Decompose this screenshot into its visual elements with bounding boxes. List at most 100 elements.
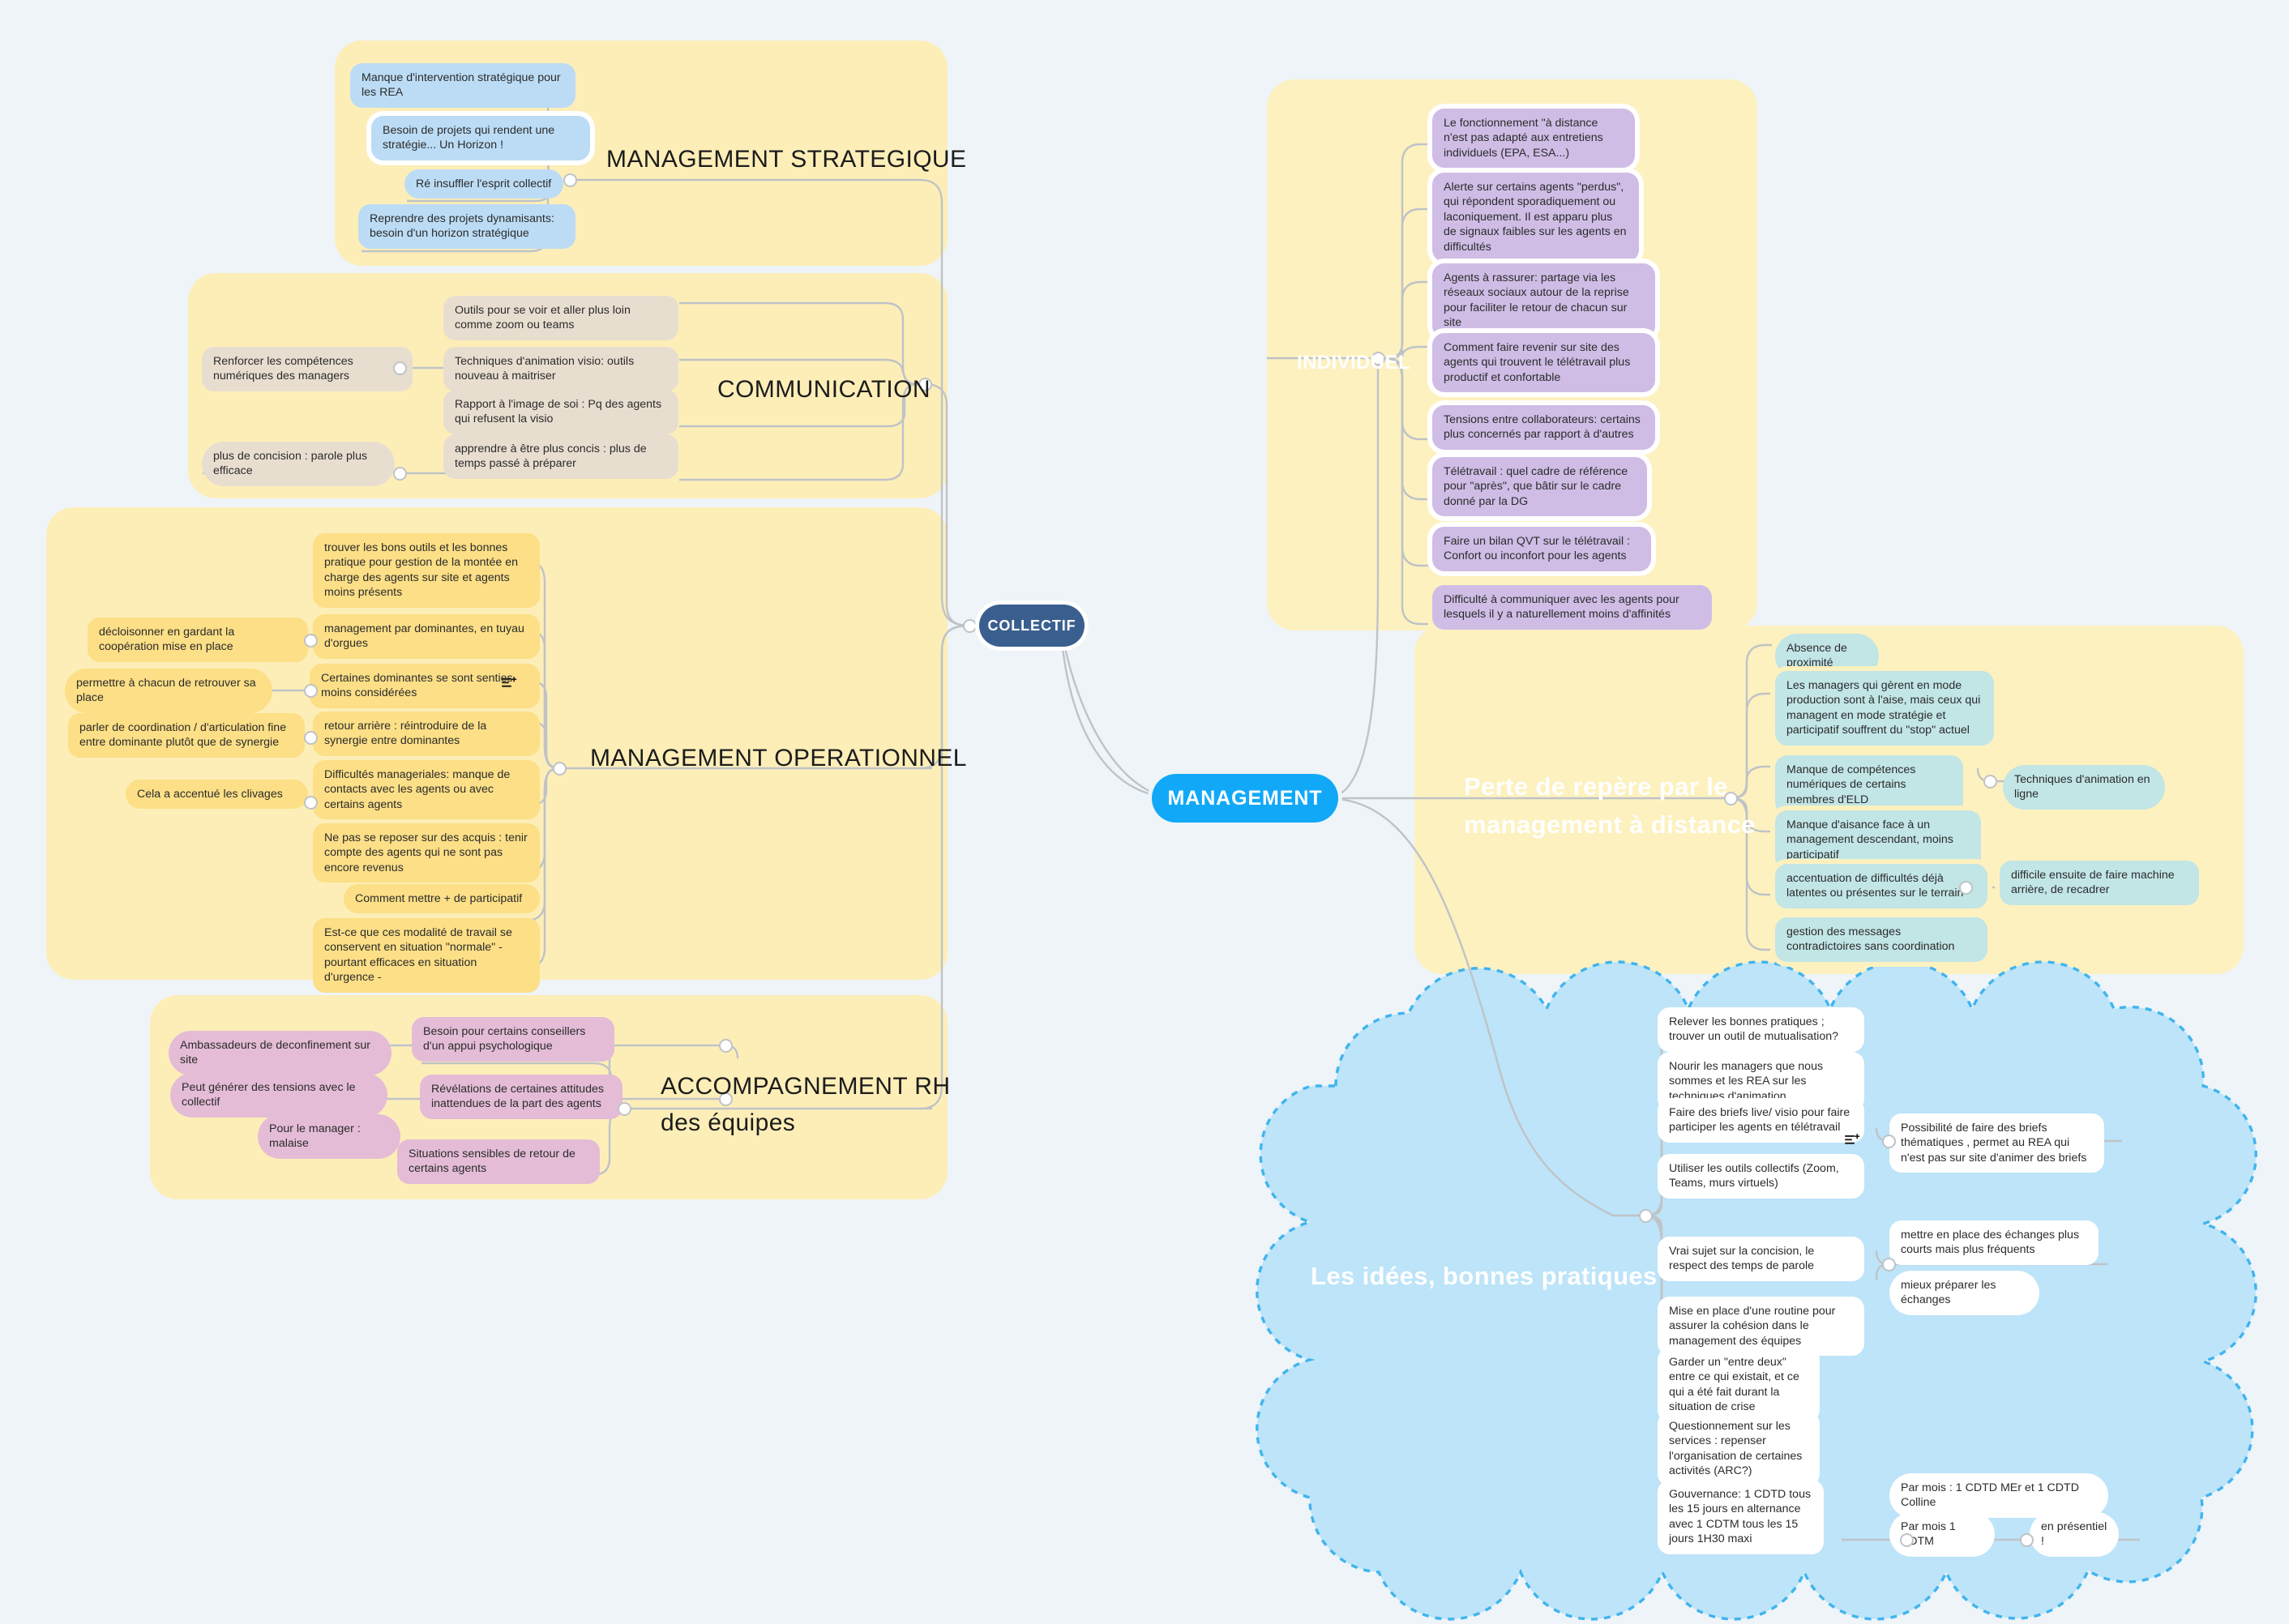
note-add-icon[interactable] <box>1845 1133 1861 1147</box>
leaf-node[interactable]: Besoin pour certains conseillers d'un ap… <box>412 1017 614 1062</box>
leaf-node[interactable]: Mise en place d'une routine pour assurer… <box>1658 1297 1864 1357</box>
leaf-node-label: Certaines dominantes se sont senties moi… <box>321 672 513 700</box>
leaf-node[interactable]: Est-ce que ces modalité de travail se co… <box>313 918 540 993</box>
leaf-node-label: management par dominantes, en tuyau d'or… <box>324 622 524 651</box>
leaf-node[interactable]: Questionnement sur les services : repens… <box>1658 1412 1820 1486</box>
leaf-node[interactable]: management par dominantes, en tuyau d'or… <box>313 614 540 659</box>
leaf-node-label: Tensions entre collaborateurs: certains … <box>1444 413 1641 442</box>
leaf-node[interactable]: Peut générer des tensions avec le collec… <box>170 1073 387 1118</box>
leaf-node[interactable]: en présentiel ! <box>2030 1512 2119 1557</box>
leaf-node[interactable]: Pour le manager : malaise <box>258 1114 400 1159</box>
leaf-node[interactable]: Relever les bonnes pratiques ; trouver u… <box>1658 1007 1864 1052</box>
leaf-node[interactable]: Techniques d'animation en ligne <box>2003 765 2165 810</box>
leaf-node[interactable]: Difficulté à communiquer avec les agents… <box>1432 585 1712 630</box>
connector-knob[interactable] <box>304 684 318 698</box>
leaf-node[interactable]: Cela a accentué les clivages <box>126 780 308 810</box>
leaf-node[interactable]: accentuation de difficultés déjà latente… <box>1775 864 1987 908</box>
leaf-node[interactable]: parler de coordination / d'articulation … <box>68 713 305 758</box>
leaf-node[interactable]: Télétravail : quel cadre de référence po… <box>1432 457 1647 517</box>
leaf-node[interactable]: Agents à rassurer: partage via les résea… <box>1432 263 1655 338</box>
leaf-node[interactable]: difficile ensuite de faire machine arriè… <box>2000 861 2199 905</box>
leaf-node[interactable]: Vrai sujet sur la concision, le respect … <box>1658 1237 1864 1281</box>
connector-knob[interactable] <box>393 467 407 481</box>
leaf-node-label: Faire un bilan QVT sur le télétravail : … <box>1444 535 1630 563</box>
leaf-node[interactable]: Utiliser les outils collectifs (Zoom, Te… <box>1658 1154 1864 1199</box>
connector-knob[interactable] <box>2020 1533 2034 1547</box>
leaf-node[interactable]: Faire un bilan QVT sur le télétravail : … <box>1432 527 1651 571</box>
connector-knob[interactable] <box>1983 775 1997 788</box>
leaf-node-label: Situations sensibles de retour de certai… <box>409 1147 575 1176</box>
leaf-node[interactable]: Manque d'aisance face à un management de… <box>1775 810 1981 870</box>
leaf-node[interactable]: plus de concision : parole plus efficace <box>202 442 395 486</box>
leaf-node[interactable]: Possibilité de faire des briefs thématiq… <box>1889 1113 2104 1173</box>
leaf-node[interactable]: permettre à chacun de retrouver sa place <box>65 669 272 713</box>
leaf-node-label: Difficultés manageriales: manque de cont… <box>324 768 511 811</box>
leaf-node-label: Renforcer les compétences numériques des… <box>213 355 353 383</box>
leaf-node[interactable]: Gouvernance: 1 CDTD tous les 15 jours en… <box>1658 1480 1824 1554</box>
leaf-node[interactable]: Rapport à l'image de soi : Pq des agents… <box>443 390 678 434</box>
leaf-node[interactable]: Manque de compétences numériques de cert… <box>1775 755 1963 815</box>
leaf-node[interactable]: Absence de proximité <box>1775 634 1879 678</box>
leaf-node-label: Par mois 1 CDTM <box>1901 1520 1956 1549</box>
connector-knob[interactable] <box>1639 1209 1653 1223</box>
note-add-icon[interactable] <box>502 676 518 690</box>
leaf-node-label: Techniques d'animation visio: outils nou… <box>455 355 635 383</box>
leaf-node-label: Possibilité de faire des briefs thématiq… <box>1901 1122 2087 1165</box>
leaf-node[interactable]: Les managers qui gèrent en mode producti… <box>1775 671 1994 746</box>
leaf-node[interactable]: Comment mettre + de participatif <box>344 884 540 914</box>
leaf-node-label: Ambassadeurs de deconfinement sur site <box>180 1039 371 1067</box>
connector-knob[interactable] <box>304 731 318 745</box>
leaf-node-label: Comment faire revenir sur site des agent… <box>1444 341 1631 384</box>
connector-knob[interactable] <box>304 796 318 810</box>
leaf-node-label: Alerte sur certains agents "perdus", qui… <box>1444 181 1627 254</box>
leaf-node[interactable]: Outils pour se voir et aller plus loin c… <box>443 296 678 340</box>
leaf-node[interactable]: Difficultés manageriales: manque de cont… <box>313 760 540 820</box>
leaf-node[interactable]: Par mois : 1 CDTD MEr et 1 CDTD Colline <box>1889 1473 2108 1518</box>
leaf-node[interactable]: Ne pas se reposer sur des acquis : tenir… <box>313 823 540 883</box>
leaf-node[interactable]: Situations sensibles de retour de certai… <box>397 1139 600 1184</box>
leaf-node[interactable]: Ambassadeurs de deconfinement sur site <box>169 1031 391 1075</box>
connector-knob[interactable] <box>563 173 577 187</box>
leaf-node-label: Manque de compétences numériques de cert… <box>1786 763 1916 806</box>
connector-knob[interactable] <box>719 1039 733 1053</box>
leaf-node-label: Le fonctionnement "à distance n'est pas … <box>1444 117 1603 160</box>
leaf-node-label: Par mois : 1 CDTD MEr et 1 CDTD Colline <box>1901 1481 2079 1510</box>
leaf-node-label: permettre à chacun de retrouver sa place <box>76 677 256 705</box>
leaf-node[interactable]: Renforcer les compétences numériques des… <box>202 347 413 391</box>
root-node-management[interactable]: MANAGEMENT <box>1152 774 1338 823</box>
leaf-node[interactable]: Alerte sur certains agents "perdus", qui… <box>1432 173 1639 263</box>
leaf-node[interactable]: Manque d'intervention stratégique pour l… <box>350 63 575 108</box>
leaf-node[interactable]: Le fonctionnement "à distance n'est pas … <box>1432 109 1635 169</box>
connector-knob[interactable] <box>963 619 977 633</box>
leaf-node-label: Ré insuffler l'esprit collectif <box>416 177 552 190</box>
leaf-node[interactable]: Ré insuffler l'esprit collectif <box>404 169 563 199</box>
leaf-node[interactable]: décloisonner en gardant la coopération m… <box>88 618 308 662</box>
branch-title-idees-bonnes-pratiques: Les idées, bonnes pratiques <box>1311 1262 1658 1290</box>
connector-knob[interactable] <box>1900 1533 1914 1547</box>
leaf-node-label: plus de concision : parole plus efficace <box>213 450 368 478</box>
connector-knob[interactable] <box>1959 881 1973 895</box>
root-node-label: MANAGEMENT <box>1167 786 1323 810</box>
connector-knob[interactable] <box>393 361 407 375</box>
leaf-node-label: Télétravail : quel cadre de référence po… <box>1444 465 1628 508</box>
connector-knob[interactable] <box>553 762 567 776</box>
leaf-node[interactable]: Tensions entre collaborateurs: certains … <box>1432 405 1655 450</box>
leaf-node[interactable]: Techniques d'animation visio: outils nou… <box>443 347 678 391</box>
leaf-node[interactable]: Besoin de projets qui rendent une straté… <box>371 116 590 160</box>
leaf-node[interactable]: Faire des briefs live/ visio pour faire … <box>1658 1098 1864 1143</box>
connector-knob[interactable] <box>1882 1135 1896 1148</box>
leaf-node-label: Rapport à l'image de soi : Pq des agents… <box>455 398 662 426</box>
leaf-node[interactable]: Révélations de certaines attitudes inatt… <box>420 1075 623 1119</box>
leaf-node[interactable]: Comment faire revenir sur site des agent… <box>1432 333 1655 393</box>
leaf-node[interactable]: mettre en place des échanges plus courts… <box>1889 1220 2099 1265</box>
node-collectif[interactable]: COLLECTIF <box>979 605 1085 647</box>
leaf-node[interactable]: apprendre à être plus concis : plus de t… <box>443 434 678 479</box>
connector-knob[interactable] <box>1882 1258 1896 1271</box>
leaf-node[interactable]: mieux préparer les échanges <box>1889 1271 2039 1315</box>
connector-knob[interactable] <box>304 634 318 647</box>
leaf-node[interactable]: trouver les bons outils et les bonnes pr… <box>313 533 540 608</box>
connector-knob[interactable] <box>618 1102 631 1116</box>
leaf-node[interactable]: retour arrière : réintroduire de la syne… <box>313 712 540 756</box>
leaf-node[interactable]: Reprendre des projets dynamisants: besoi… <box>358 204 575 249</box>
leaf-node[interactable]: gestion des messages contradictoires san… <box>1775 917 1987 962</box>
